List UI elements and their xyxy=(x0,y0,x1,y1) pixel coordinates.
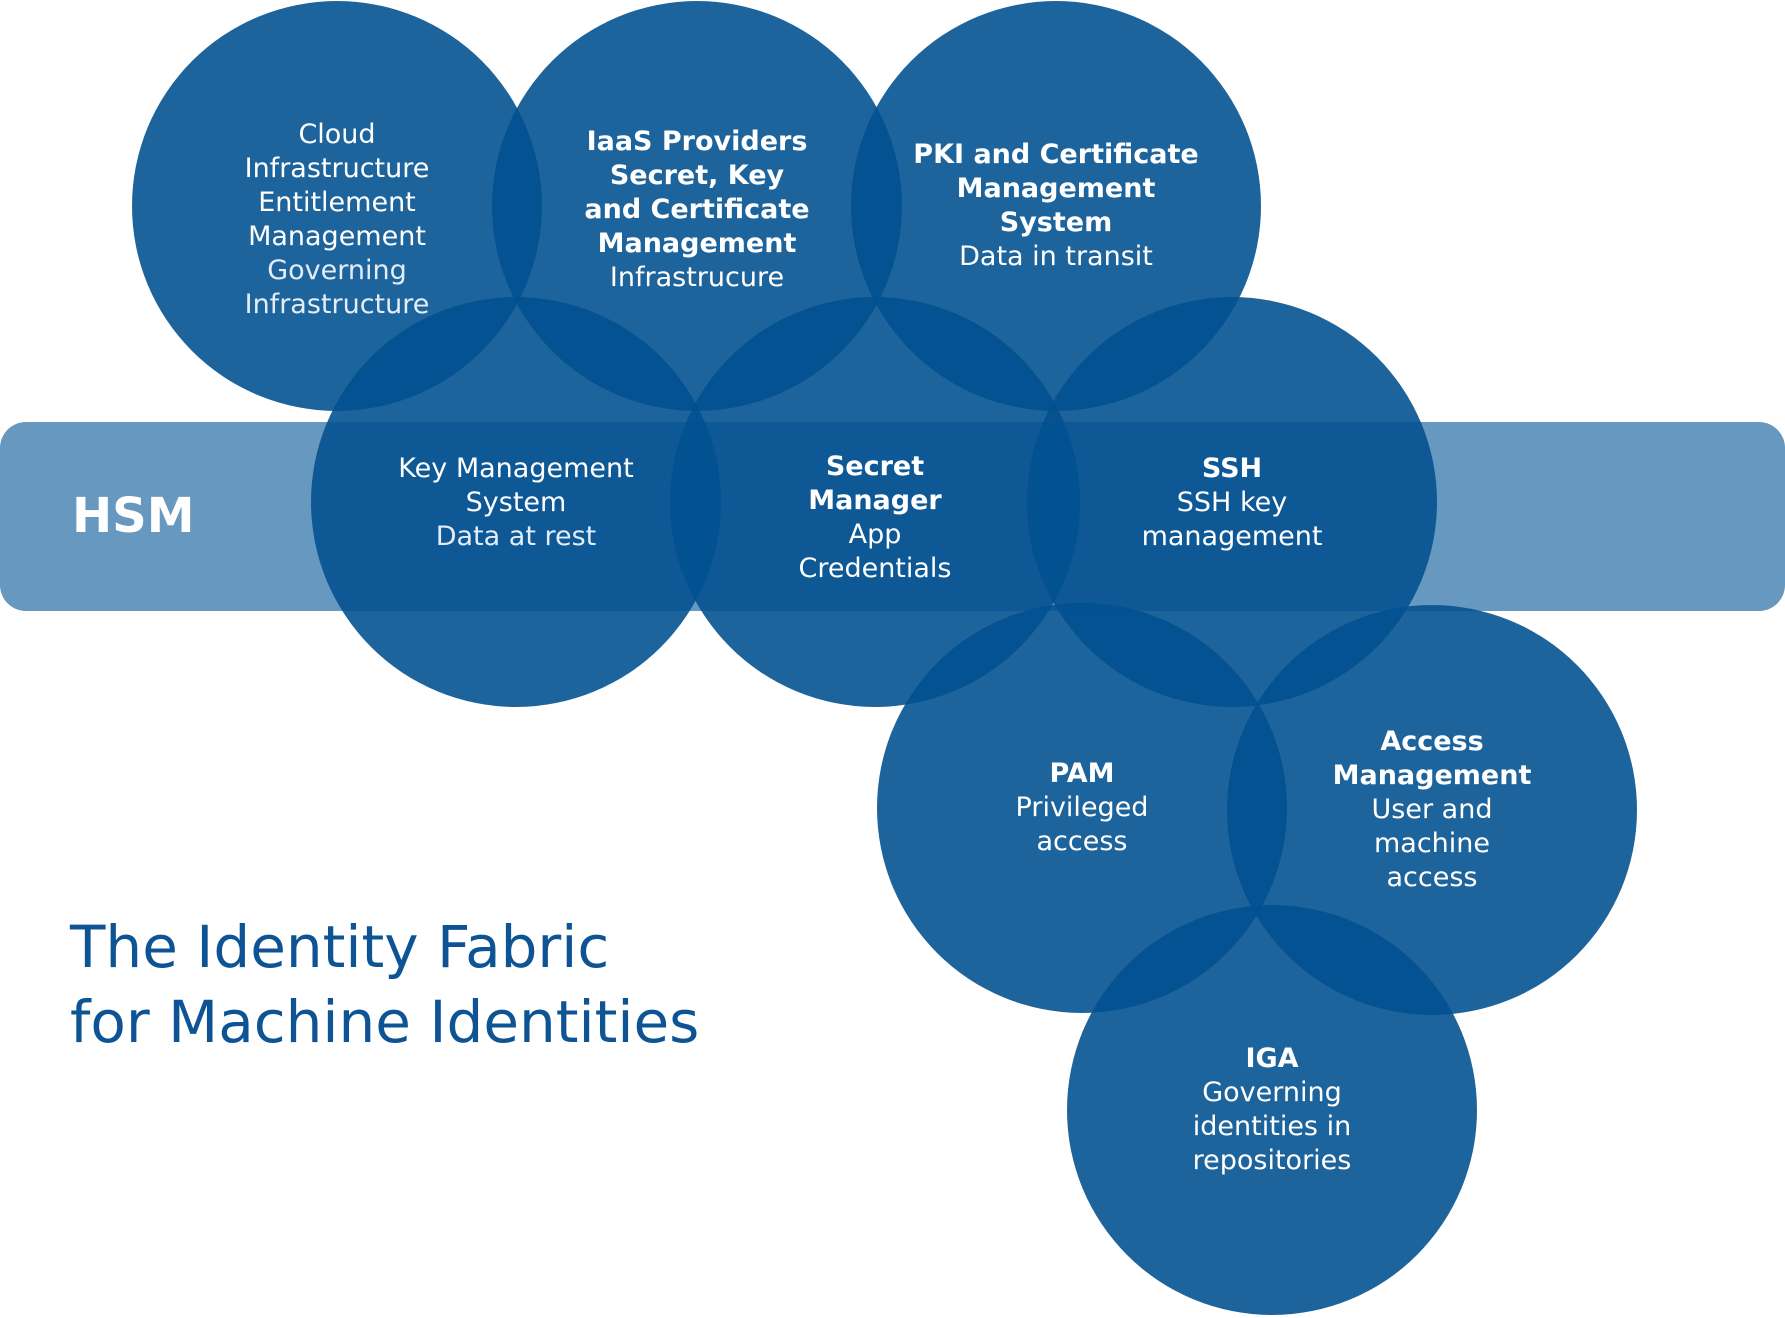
cloud-infrastructure-entitlement-management-line-5: Governing xyxy=(267,255,407,286)
secret-manager-line-3: App xyxy=(848,519,902,550)
diagram-title-line-2: for Machine Identities xyxy=(70,988,700,1056)
key-management-system-line-3: Data at rest xyxy=(435,521,597,552)
access-management-line-1: Access xyxy=(1380,726,1484,757)
secret-manager-line-1: Secret xyxy=(825,451,925,482)
cloud-infrastructure-entitlement-management-line-6: Infrastructure xyxy=(244,289,430,320)
iga-line-2: Governing xyxy=(1202,1077,1342,1108)
access-management-line-3: User and xyxy=(1371,794,1493,825)
pam-line-1: PAM xyxy=(1049,758,1115,789)
pki-certificate-management-line-2: Management xyxy=(956,173,1156,204)
iaas-providers-line-5: Infrastrucure xyxy=(609,262,785,293)
ssh-line-1: SSH xyxy=(1201,453,1263,484)
circle-iga xyxy=(1067,905,1477,1315)
pam-line-2: Privileged xyxy=(1015,792,1149,823)
hsm-label: HSM xyxy=(72,488,195,544)
key-management-system-line-2: System xyxy=(465,487,567,518)
iaas-providers-line-3: and Certificate xyxy=(584,194,810,225)
cloud-infrastructure-entitlement-management-line-4: Management xyxy=(248,221,426,252)
cloud-infrastructure-entitlement-management-line-2: Infrastructure xyxy=(244,153,430,184)
ssh-line-2: SSH key xyxy=(1176,487,1288,518)
circle-key-management-system xyxy=(311,297,721,707)
diagram-title-line-1: The Identity Fabric xyxy=(70,913,610,981)
iaas-providers-line-4: Management xyxy=(597,228,797,259)
iga-line-3: identities in xyxy=(1192,1111,1352,1142)
iga-line-1: IGA xyxy=(1245,1043,1299,1074)
secret-manager-line-4: Credentials xyxy=(798,553,952,584)
pki-certificate-management-line-1: PKI and Certificate xyxy=(913,139,1199,170)
access-management-line-2: Management xyxy=(1332,760,1532,791)
pki-certificate-management-line-3: System xyxy=(999,207,1113,238)
key-management-system-line-1: Key Management xyxy=(398,453,634,484)
diagram-title: The Identity Fabric for Machine Identiti… xyxy=(70,910,699,1060)
access-management-line-4: machine xyxy=(1373,828,1491,859)
iaas-providers-line-2: Secret, Key xyxy=(609,160,785,191)
iga-line-4: repositories xyxy=(1192,1145,1352,1176)
cloud-infrastructure-entitlement-management-line-1: Cloud xyxy=(298,119,376,150)
cloud-infrastructure-entitlement-management-line-3: Entitlement xyxy=(258,187,416,218)
secret-manager-line-2: Manager xyxy=(808,485,942,516)
ssh-line-3: management xyxy=(1141,521,1323,552)
pam-line-3: access xyxy=(1036,826,1128,857)
access-management-line-5: access xyxy=(1386,862,1478,893)
pki-certificate-management-line-4: Data in transit xyxy=(959,241,1153,272)
iaas-providers-line-1: IaaS Providers xyxy=(586,126,808,157)
